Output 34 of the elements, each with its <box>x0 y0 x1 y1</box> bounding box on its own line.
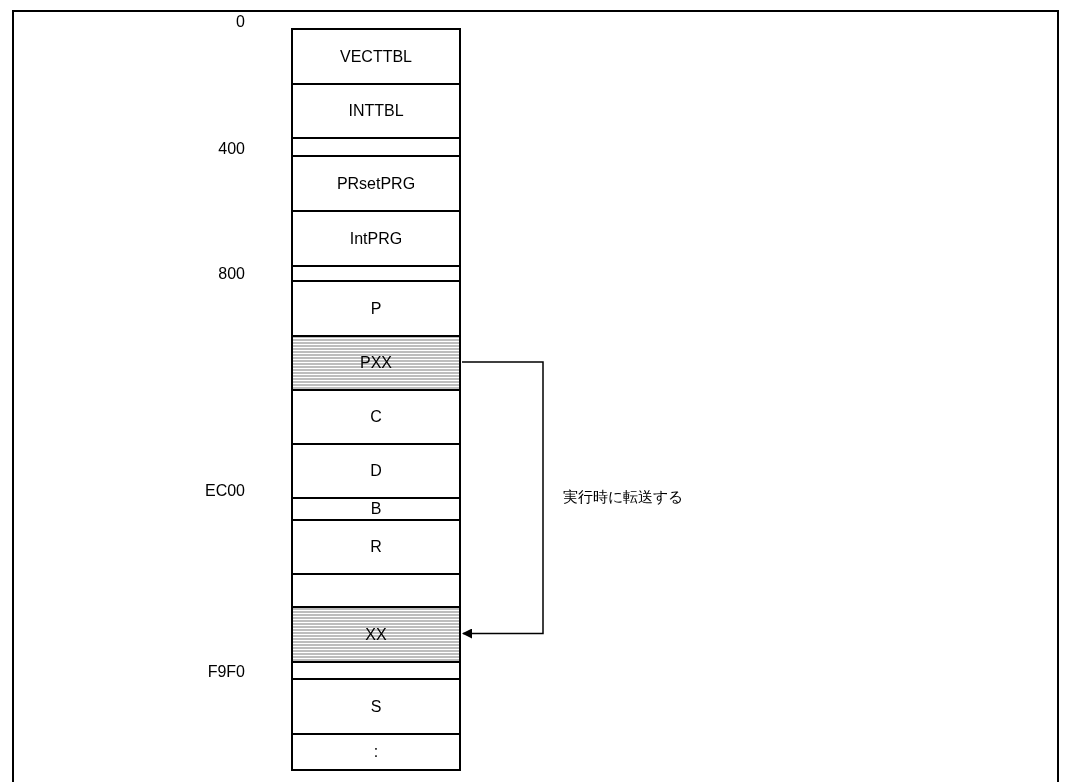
address-label: 0 <box>235 14 245 30</box>
memory-segment <box>291 137 461 157</box>
memory-segment <box>291 606 461 663</box>
memory-segment <box>291 210 461 267</box>
segment-name: : <box>373 744 379 760</box>
memory-segment <box>291 733 461 771</box>
segment-name: XX <box>365 626 387 643</box>
memory-segment <box>291 389 461 445</box>
memory-segment <box>291 83 461 139</box>
address-label: 400 <box>217 141 245 157</box>
memory-segment <box>291 519 461 575</box>
arrow <box>461 361 544 639</box>
memory-segment <box>291 28 461 85</box>
segment-name: D <box>370 463 382 479</box>
memory-segment <box>291 573 461 608</box>
segment-name: R <box>370 539 382 555</box>
memory-segment <box>291 280 461 337</box>
segment-name: S <box>370 698 382 715</box>
memory-segment <box>291 678 461 735</box>
memory-segment <box>291 443 461 499</box>
segment-name: C <box>370 409 382 425</box>
segment-name: IntPRG <box>349 230 403 247</box>
address-label: 800 <box>217 266 245 282</box>
segment-name: P <box>370 300 382 317</box>
segment-name: PXX <box>360 355 392 371</box>
segment-name: PRsetPRG <box>336 175 416 192</box>
segment-name: INTTBL <box>348 103 404 119</box>
segment-name: B <box>370 501 382 517</box>
segment-name: VECTTBL <box>340 48 412 65</box>
memory-segment <box>291 497 461 521</box>
address-label: F9F0 <box>206 664 245 680</box>
address-label: EC00 <box>203 483 245 499</box>
memory-segment <box>291 155 461 212</box>
memory-segment <box>291 335 461 391</box>
